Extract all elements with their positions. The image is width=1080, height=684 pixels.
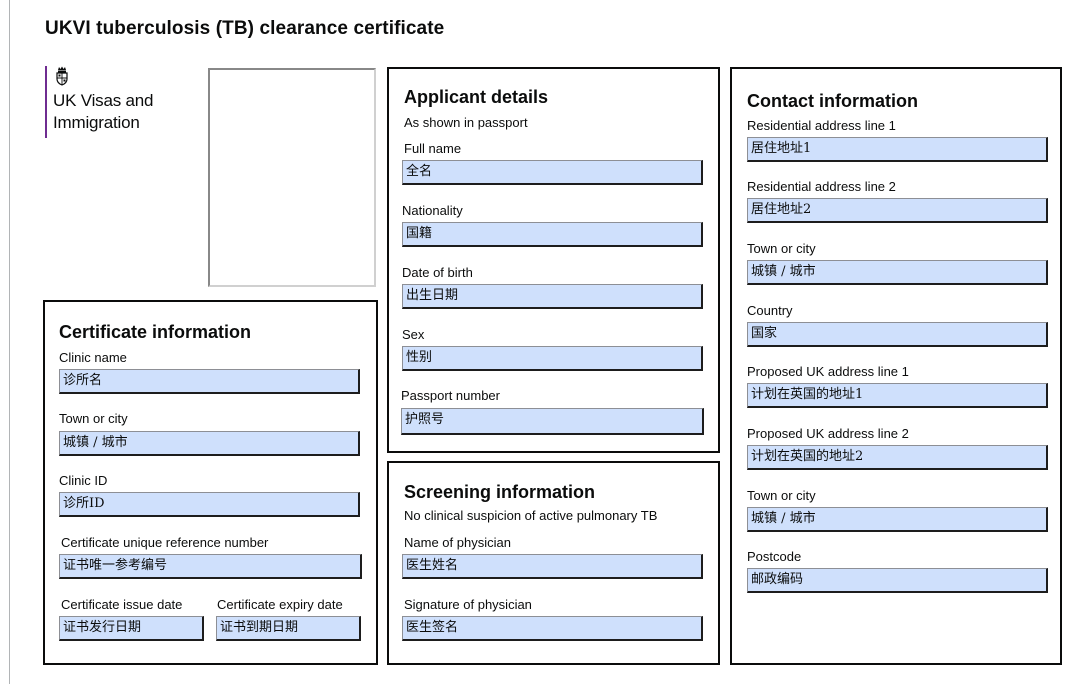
uk-address-1-label: Proposed UK address line 1 [747,364,909,379]
physician-name-field[interactable]: 医生姓名 [402,554,703,579]
contact-town-field[interactable]: 城镇 / 城市 [747,260,1048,285]
issue-date-field[interactable]: 证书发行日期 [59,616,204,641]
clinic-name-field[interactable]: 诊所名 [59,369,360,394]
full-name-label: Full name [404,141,462,156]
physician-signature-field[interactable]: 医生签名 [402,616,703,641]
clinic-name-label: Clinic name [59,350,127,365]
sex-label: Sex [402,327,425,342]
residential-address-2-label: Residential address line 2 [747,179,896,194]
contact-town-label: Town or city [747,241,816,256]
contact-information-panel: Contact information Residential address … [730,67,1062,665]
nationality-field[interactable]: 国籍 [402,222,703,247]
applicant-subtitle: As shown in passport [404,115,528,130]
royal-crest-icon [56,66,68,86]
certificate-information-panel: Certificate information Clinic name 诊所名 … [43,300,378,665]
screening-subtitle: No clinical suspicion of active pulmonar… [404,508,658,523]
clinic-id-field[interactable]: 诊所ID [59,492,360,517]
uk-address-1-field[interactable]: 计划在英国的地址1 [747,383,1048,408]
photo-placeholder[interactable] [208,68,376,287]
applicant-details-heading: Applicant details [404,87,549,107]
postcode-field[interactable]: 邮政编码 [747,568,1048,593]
applicant-details-panel: Applicant details As shown in passport F… [387,67,720,453]
clinic-town-label: Town or city [59,411,128,426]
issue-date-label: Certificate issue date [61,597,183,612]
country-label: Country [747,303,793,318]
postcode-label: Postcode [747,549,802,564]
nationality-label: Nationality [402,203,463,218]
logo-text: UK Visas and Immigration [53,90,195,134]
country-field[interactable]: 国家 [747,322,1048,347]
contact-information-heading: Contact information [747,91,918,111]
expiry-date-label: Certificate expiry date [217,597,343,612]
uk-town-field[interactable]: 城镇 / 城市 [747,507,1048,532]
logo-line-2: Immigration [53,113,140,132]
passport-number-field[interactable]: 护照号 [401,408,704,435]
residential-address-2-field[interactable]: 居住地址2 [747,198,1048,223]
uk-town-label: Town or city [747,488,816,503]
certificate-reference-label: Certificate unique reference number [61,535,269,550]
residential-address-1-label: Residential address line 1 [747,118,896,133]
passport-number-label: Passport number [401,388,500,403]
uk-address-2-label: Proposed UK address line 2 [747,426,909,441]
date-of-birth-label: Date of birth [402,265,473,280]
screening-information-heading: Screening information [404,482,596,502]
screening-information-panel: Screening information No clinical suspic… [387,461,720,665]
physician-name-label: Name of physician [404,535,511,550]
logo-line-1: UK Visas and [53,91,154,110]
ukvi-logo: UK Visas and Immigration [45,66,195,138]
uk-address-2-field[interactable]: 计划在英国的地址2 [747,445,1048,470]
certificate-reference-field[interactable]: 证书唯一参考编号 [59,554,362,579]
full-name-field[interactable]: 全名 [402,160,703,185]
page-title: UKVI tuberculosis (TB) clearance certifi… [45,18,445,39]
clinic-town-field[interactable]: 城镇 / 城市 [59,431,360,456]
clinic-id-label: Clinic ID [59,473,108,488]
certificate-information-heading: Certificate information [59,322,252,342]
expiry-date-field[interactable]: 证书到期日期 [216,616,361,641]
residential-address-1-field[interactable]: 居住地址1 [747,137,1048,162]
left-margin-rule [0,0,10,684]
physician-signature-label: Signature of physician [404,597,532,612]
date-of-birth-field[interactable]: 出生日期 [402,284,703,309]
sex-field[interactable]: 性别 [402,346,703,371]
